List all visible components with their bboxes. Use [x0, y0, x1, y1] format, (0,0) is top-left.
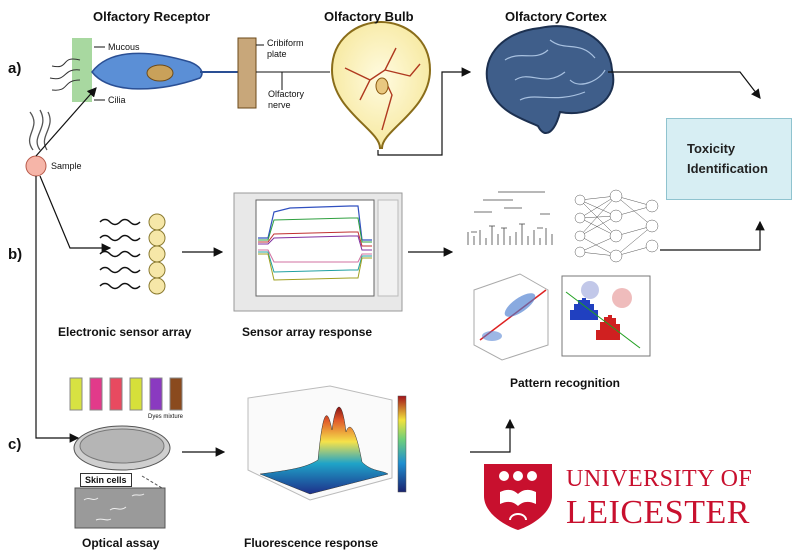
sample-label: Sample: [51, 161, 82, 171]
sample-illustration: [25, 109, 51, 177]
olfactory-receptor-title: Olfactory Receptor: [93, 9, 211, 24]
petri-dish: [73, 425, 171, 471]
cribiform-plate-label: Cribiform plate: [267, 38, 304, 59]
identification-label: Identification: [687, 161, 768, 176]
toxicity-label: Toxicity: [687, 141, 736, 156]
university-name-line1: UNIVERSITY OF: [566, 466, 753, 492]
university-name-line2: LEICESTER: [566, 494, 750, 531]
fluorescence-response-caption: Fluorescence response: [244, 536, 379, 550]
neural-network-panel: [574, 189, 659, 263]
toxicity-identification-box: Toxicity Identification: [666, 118, 792, 200]
row-label-c: c): [8, 436, 22, 453]
pattern-recognition-caption: Pattern recognition: [510, 376, 621, 390]
row-label-b: b): [8, 246, 23, 263]
electronic-sensor-array-illustration: [99, 213, 166, 295]
brain-illustration: [485, 25, 615, 134]
lda-scatter-panel: [561, 275, 651, 357]
fluorescence-surface-plot: [247, 385, 407, 501]
electronic-sensor-array-caption: Electronic sensor array: [58, 325, 192, 339]
olfactory-receptor-illustration: [49, 38, 238, 102]
mucous-label: Mucous: [108, 42, 140, 52]
sensor-response-plot: [233, 192, 403, 312]
pca-3d-scatter-panel: [473, 273, 549, 361]
cribiform-plate: [237, 37, 257, 109]
skin-cells-label: Skin cells: [80, 473, 132, 487]
dye-vials: [69, 377, 183, 411]
olfactory-cortex-title: Olfactory Cortex: [505, 9, 607, 24]
olfactory-bulb-illustration: [330, 20, 432, 149]
olfactory-bulb-title: Olfactory Bulb: [324, 9, 414, 24]
dyes-mixture-label: Dyes mixture: [148, 414, 184, 420]
dendrogram-panel: [467, 191, 553, 245]
olfactory-nerve-label: Olfactory nerve: [268, 89, 305, 110]
row-label-a: a): [8, 60, 22, 77]
sensor-array-response-caption: Sensor array response: [242, 325, 373, 339]
university-shield-logo: [484, 464, 552, 530]
skin-cell-micrograph: [74, 487, 166, 529]
cilia-label: Cilia: [108, 95, 126, 105]
optical-assay-caption: Optical assay: [82, 536, 160, 550]
